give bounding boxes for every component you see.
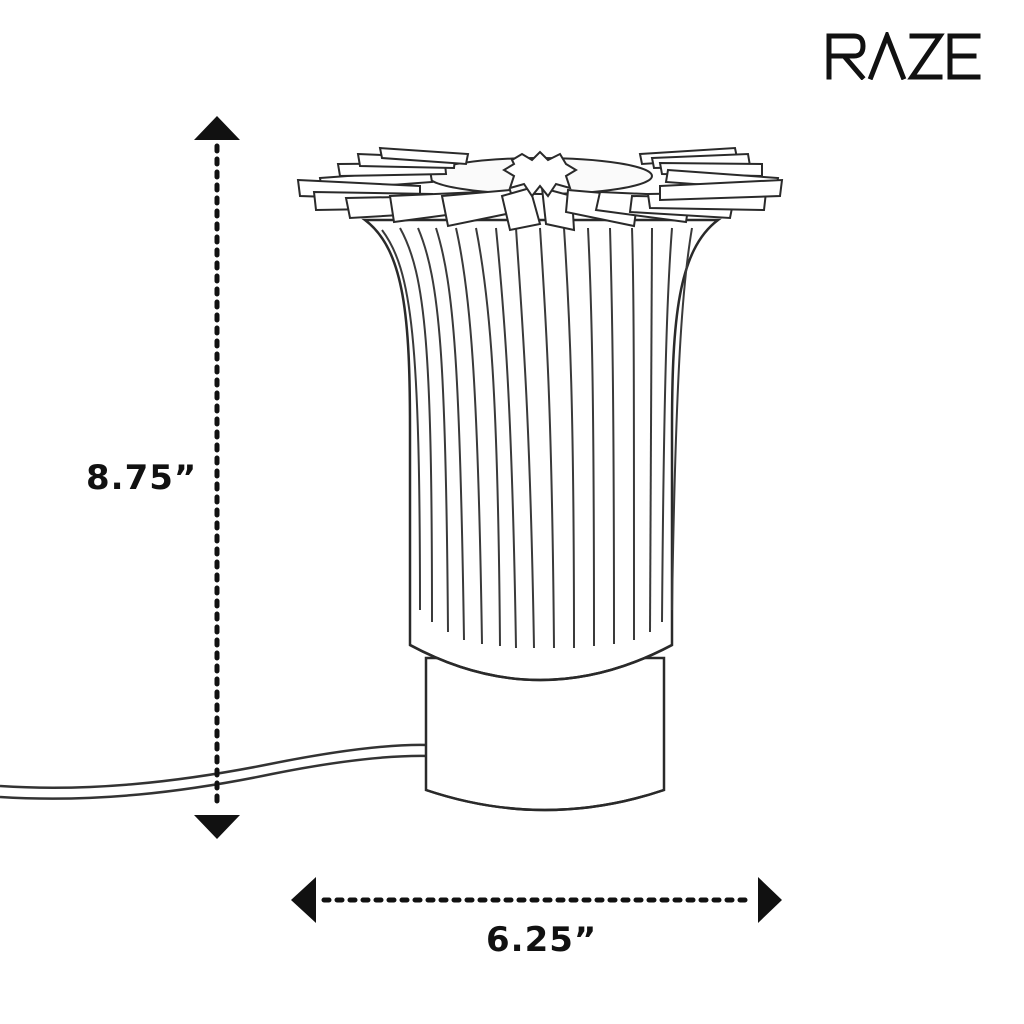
lamp-shade bbox=[361, 218, 722, 682]
height-dimension-label: 8.75” bbox=[86, 458, 198, 498]
width-dimension bbox=[291, 877, 782, 923]
power-cord bbox=[0, 743, 429, 789]
brand-logo bbox=[826, 32, 986, 80]
lamp-base bbox=[424, 656, 666, 812]
shade-slats bbox=[381, 227, 693, 649]
up-arrow-icon bbox=[194, 116, 240, 140]
height-dimension bbox=[194, 116, 240, 839]
right-arrow-icon bbox=[758, 877, 782, 923]
raze-logo-mark bbox=[826, 32, 981, 80]
lamp-top-fins bbox=[296, 146, 784, 232]
left-arrow-icon bbox=[291, 877, 316, 923]
down-arrow-icon bbox=[194, 815, 240, 839]
width-dimension-label: 6.25” bbox=[486, 920, 598, 960]
